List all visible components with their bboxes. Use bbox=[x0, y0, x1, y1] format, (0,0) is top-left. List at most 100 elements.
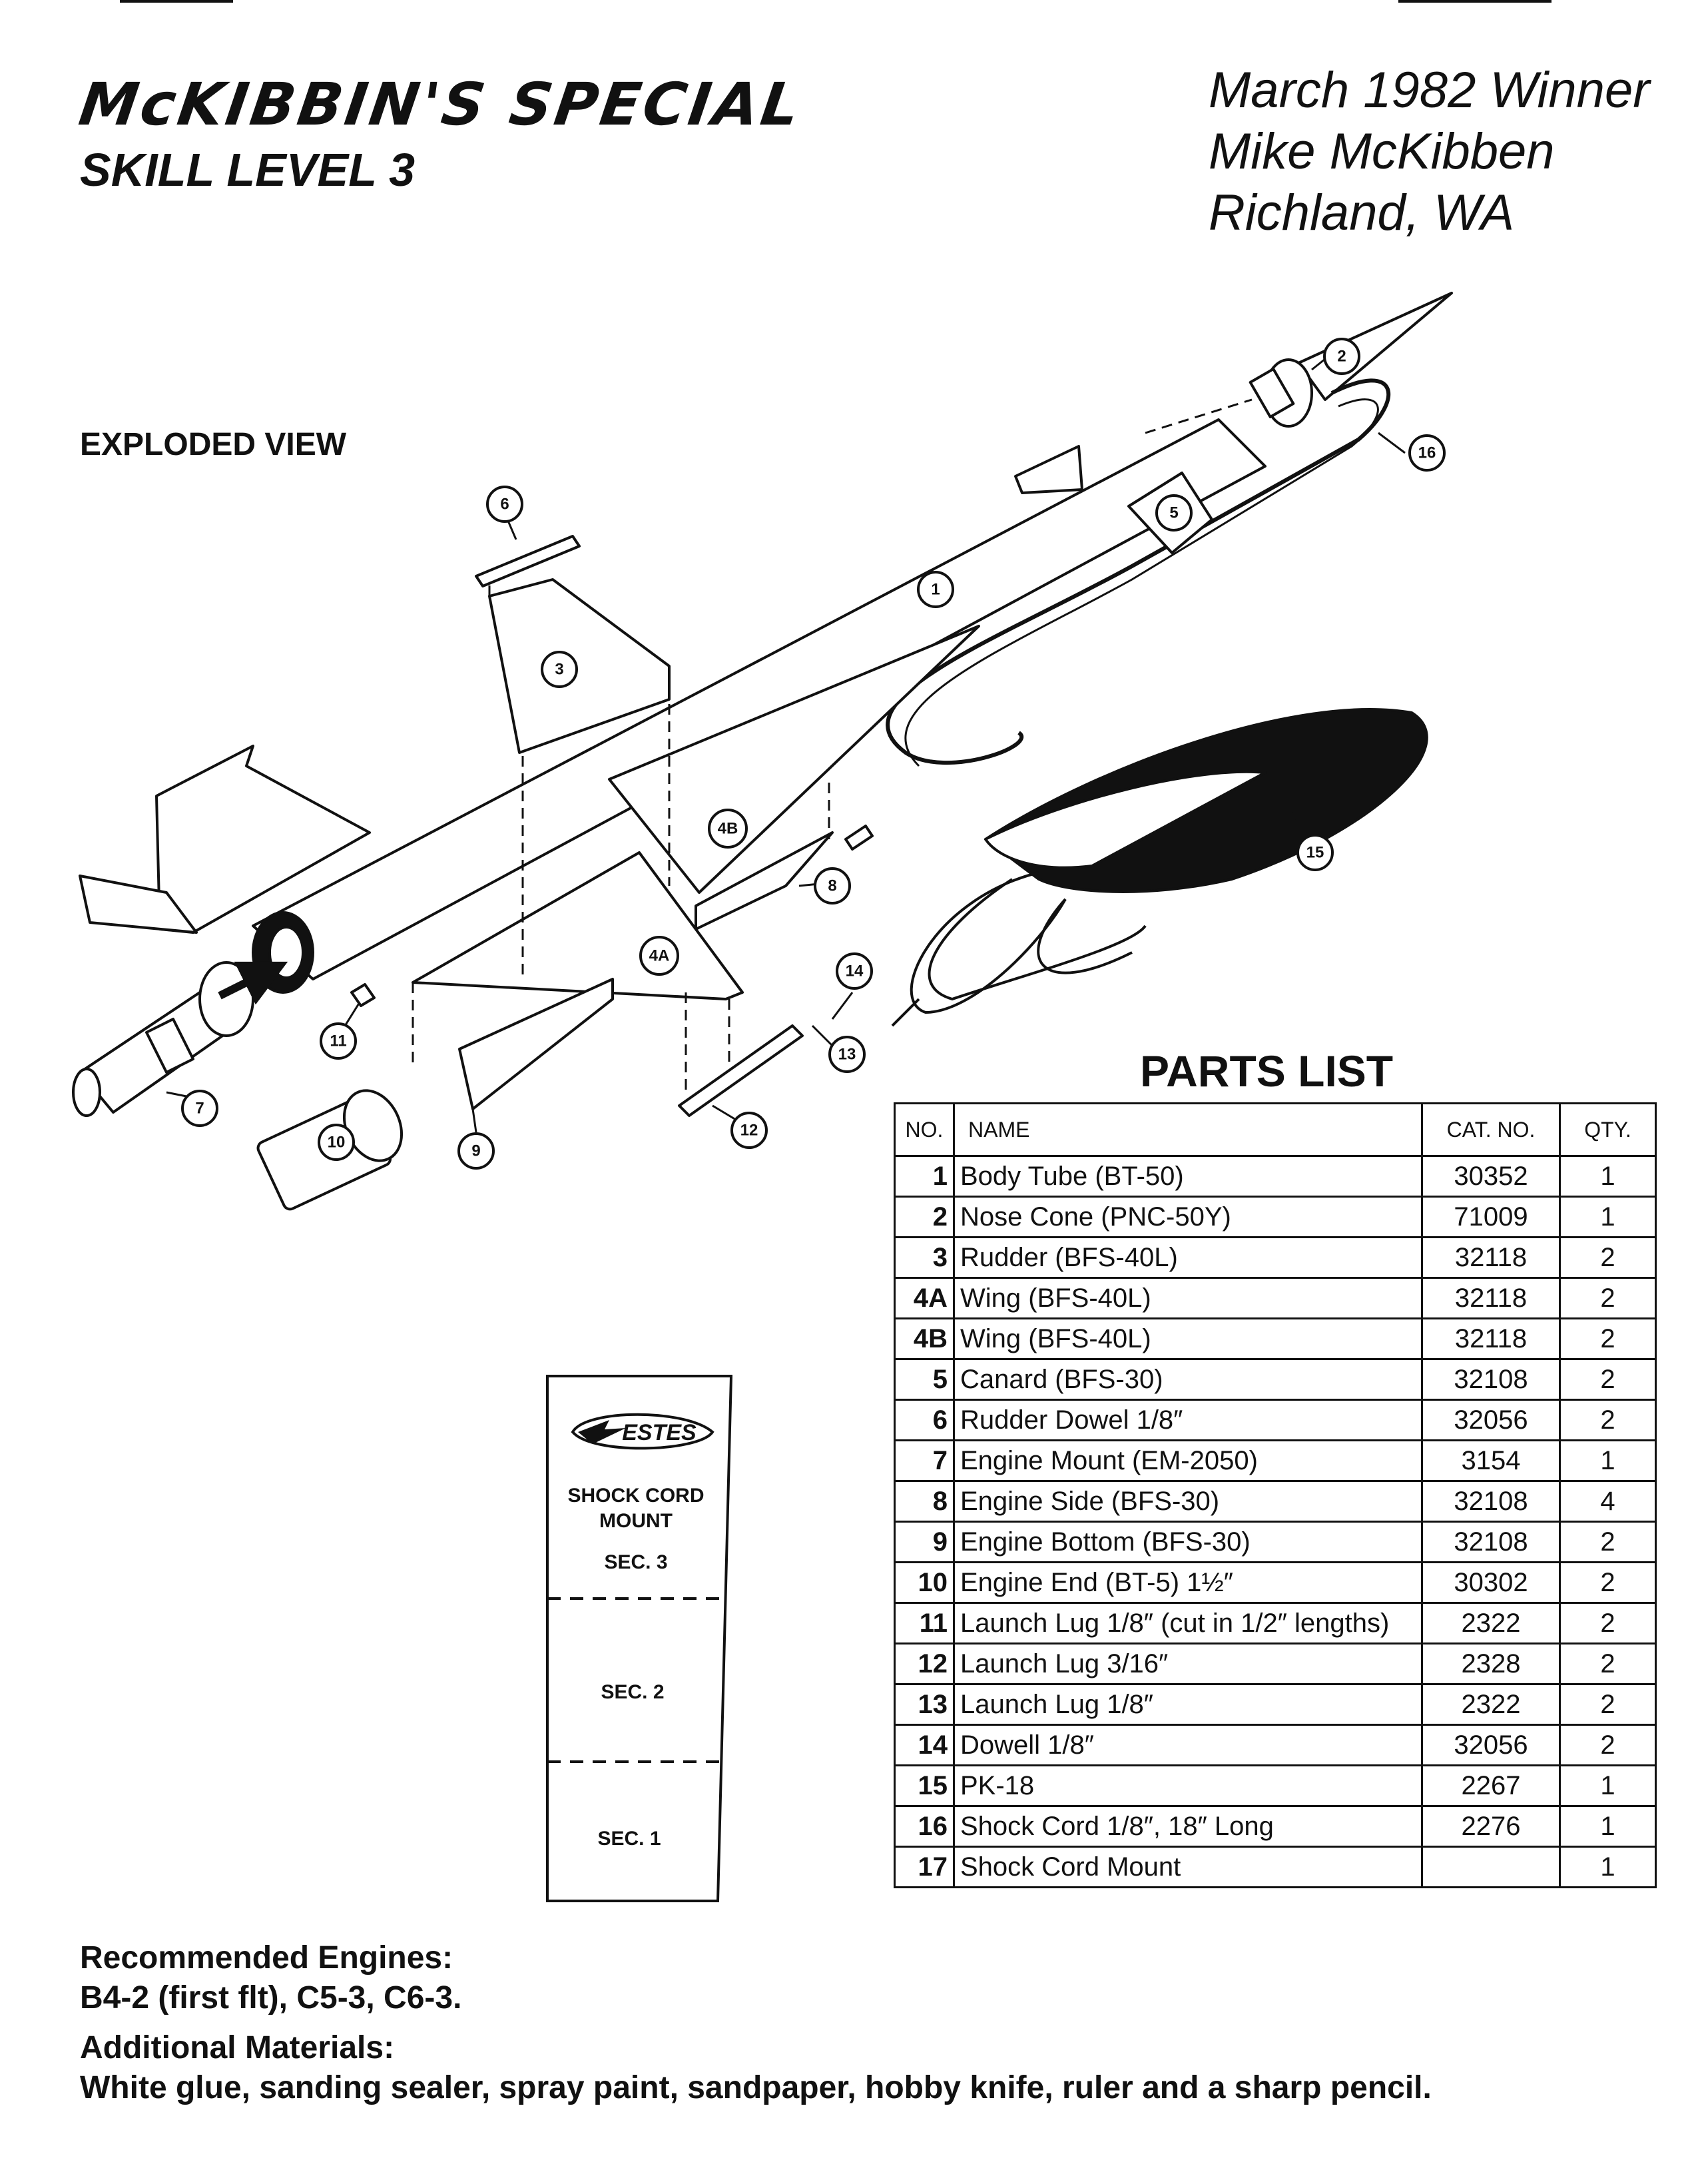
callout-3: 3 bbox=[555, 661, 563, 679]
callout-9: 9 bbox=[471, 1142, 480, 1160]
callout-6: 6 bbox=[500, 496, 509, 514]
mount-sec2: SEC. 2 bbox=[601, 1681, 664, 1703]
part-number: 14 bbox=[894, 1724, 955, 1766]
callout-4a: 4A bbox=[649, 947, 670, 965]
part-name: Engine Side (BFS-30) bbox=[953, 1480, 1423, 1523]
part-qty: 1 bbox=[1559, 1805, 1657, 1848]
part-number: 7 bbox=[894, 1439, 955, 1482]
launch-lug-11-shape bbox=[350, 983, 376, 1007]
part-qty: 2 bbox=[1559, 1602, 1657, 1644]
part-qty: 2 bbox=[1559, 1399, 1657, 1441]
part-qty: 2 bbox=[1559, 1724, 1657, 1766]
part-cat-no bbox=[1421, 1846, 1561, 1888]
part-qty: 2 bbox=[1559, 1521, 1657, 1563]
winner-info: March 1982 Winner Mike McKibben Richland… bbox=[1209, 60, 1650, 244]
part-number: 4B bbox=[894, 1317, 955, 1360]
part-number: 10 bbox=[894, 1561, 955, 1604]
part-qty: 2 bbox=[1559, 1683, 1657, 1726]
part-name: Wing (BFS-40L) bbox=[953, 1317, 1423, 1360]
part-name: Rudder (BFS-40L) bbox=[953, 1236, 1423, 1279]
launch-lug-13-shape bbox=[844, 825, 874, 851]
callout-4a-circle bbox=[639, 936, 679, 976]
shock-cord-shape bbox=[886, 378, 1391, 765]
part-qty: 2 bbox=[1559, 1277, 1657, 1319]
callout-5: 5 bbox=[1169, 504, 1178, 522]
part-qty: 2 bbox=[1559, 1358, 1657, 1401]
callout-9-circle bbox=[457, 1132, 495, 1170]
nose-cone-neck bbox=[1249, 368, 1295, 418]
callout-14-circle bbox=[836, 952, 873, 990]
callout-13-circle bbox=[828, 1036, 866, 1073]
part-number: 11 bbox=[894, 1602, 955, 1644]
part-number: 1 bbox=[894, 1155, 955, 1198]
callout-5-circle bbox=[1155, 494, 1193, 532]
exploded-view-label: EXPLODED VIEW bbox=[80, 427, 347, 462]
part-cat-no: 2322 bbox=[1421, 1602, 1561, 1644]
additional-materials-heading: Additional Materials: bbox=[80, 2030, 395, 2065]
part-qty: 1 bbox=[1559, 1196, 1657, 1238]
part-cat-no: 32118 bbox=[1421, 1277, 1561, 1319]
exploded-view-diagram: 1 2 3 4A 4B 5 6 7 8 9 10 11 12 13 14 15 … bbox=[72, 292, 1453, 1211]
callout-13: 13 bbox=[838, 1046, 856, 1064]
launch-lug-12-shape bbox=[678, 1024, 804, 1117]
part-qty: 2 bbox=[1559, 1561, 1657, 1604]
callout-12: 12 bbox=[740, 1122, 758, 1140]
header-cat-no: CAT. NO. bbox=[1421, 1102, 1561, 1157]
header-name: NAME bbox=[953, 1102, 1423, 1157]
estes-logo: ESTES bbox=[571, 1413, 714, 1450]
part-qty: 4 bbox=[1559, 1480, 1657, 1523]
rudder-shape bbox=[488, 578, 671, 754]
engine-side-shape bbox=[695, 831, 834, 930]
part-name: Launch Lug 3/16″ bbox=[953, 1642, 1423, 1685]
callout-7-circle bbox=[181, 1090, 218, 1127]
skill-level: SKILL LEVEL 3 bbox=[80, 144, 416, 196]
shock-cord-mount: ESTES SHOCK CORD MOUNT SEC. 3 SEC. 2 SEC… bbox=[546, 1375, 732, 1902]
part-qty: 2 bbox=[1559, 1317, 1657, 1360]
shock-cord-mount-outline bbox=[546, 1375, 732, 1902]
mount-sec1: SEC. 1 bbox=[597, 1828, 661, 1850]
part-name: Rudder Dowel 1/8″ bbox=[953, 1399, 1423, 1441]
winner-location: Richland, WA bbox=[1209, 184, 1515, 241]
part-cat-no: 32056 bbox=[1421, 1724, 1561, 1766]
mount-sec3: SEC. 3 bbox=[604, 1551, 667, 1573]
part-cat-no: 2322 bbox=[1421, 1683, 1561, 1726]
part-name: Launch Lug 1/8″ (cut in 1/2″ lengths) bbox=[953, 1602, 1423, 1644]
part-number: 15 bbox=[894, 1764, 955, 1807]
callout-11: 11 bbox=[330, 1032, 346, 1050]
part-number: 4A bbox=[894, 1277, 955, 1319]
callout-16-circle bbox=[1408, 434, 1446, 472]
header-qty: QTY. bbox=[1559, 1102, 1657, 1157]
part-name: Launch Lug 1/8″ bbox=[953, 1683, 1423, 1726]
top-edge-mark-right bbox=[1398, 0, 1552, 3]
part-cat-no: 32118 bbox=[1421, 1317, 1561, 1360]
part-number: 6 bbox=[894, 1399, 955, 1441]
part-number: 5 bbox=[894, 1358, 955, 1401]
part-number: 9 bbox=[894, 1521, 955, 1563]
part-number: 8 bbox=[894, 1480, 955, 1523]
part-name: Engine Mount (EM-2050) bbox=[953, 1439, 1423, 1482]
part-name: Nose Cone (PNC-50Y) bbox=[953, 1196, 1423, 1238]
part-number: 17 bbox=[894, 1846, 955, 1888]
part-cat-no: 32118 bbox=[1421, 1236, 1561, 1279]
part-name: Engine End (BT-5) 1½″ bbox=[953, 1561, 1423, 1604]
callout-15: 15 bbox=[1306, 844, 1324, 862]
part-qty: 2 bbox=[1559, 1236, 1657, 1279]
part-cat-no: 3154 bbox=[1421, 1439, 1561, 1482]
callout-6-circle bbox=[486, 486, 523, 523]
callout-2: 2 bbox=[1337, 348, 1346, 366]
part-qty: 1 bbox=[1559, 1439, 1657, 1482]
part-qty: 1 bbox=[1559, 1155, 1657, 1198]
callout-10-circle bbox=[318, 1124, 355, 1161]
part-name: Wing (BFS-40L) bbox=[953, 1277, 1423, 1319]
